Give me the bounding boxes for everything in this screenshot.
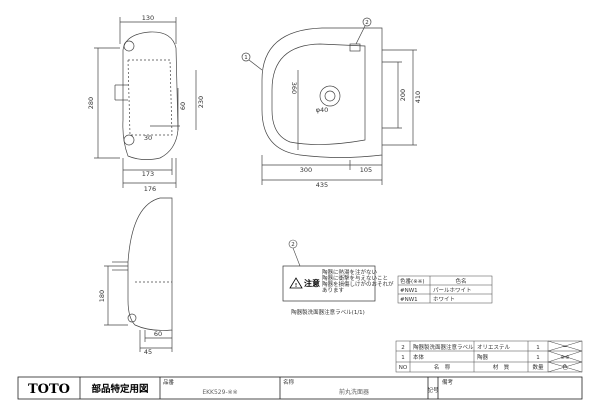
svg-text:!: ! — [295, 283, 297, 289]
plan-view — [241, 17, 417, 185]
parts-header-no: NO — [399, 365, 408, 371]
front-view — [104, 197, 173, 352]
parts-header-name: 名 称 — [434, 363, 451, 371]
caution-caption: 陶器製洗面器注意ラベル(1/1) — [291, 308, 365, 316]
dim-front-60: 60 — [154, 330, 162, 338]
color-table — [397, 275, 493, 304]
part-row-note: 一 — [562, 345, 568, 351]
dim-130: 130 — [142, 14, 154, 22]
color-row-code: #NW1 — [400, 297, 418, 303]
name-label: 名称 — [283, 378, 295, 386]
part-row-no: 1 — [401, 355, 405, 361]
part-no-label: 品番 — [163, 379, 175, 386]
part-row-name: 陶器製洗面器注意ラベル — [413, 343, 474, 351]
caution-line-4: あります — [322, 287, 345, 294]
dim-280: 280 — [87, 97, 95, 109]
dim-30: 30 — [144, 134, 152, 142]
dim-410: 410 — [414, 91, 422, 103]
doc-type: 部品特定用図 — [91, 383, 148, 395]
dim-45: 45 — [144, 348, 152, 356]
dim-360: 360 — [290, 82, 298, 94]
dim-173: 173 — [142, 170, 154, 178]
callout-2: 2 — [365, 20, 369, 26]
note-label: 備考 — [442, 378, 454, 386]
parts-table — [395, 340, 583, 373]
part-row-qty: 1 — [536, 345, 540, 351]
caution-line-3: 陶器を損傷しけがのおそれが — [322, 280, 394, 288]
warning-triangle-icon — [289, 277, 303, 289]
part-row-material: オリエステル — [477, 344, 511, 351]
color-row-code: #NW1 — [400, 288, 418, 294]
part-row-name: 本体 — [413, 353, 425, 361]
dim-300: 300 — [300, 166, 312, 174]
part-row-qty: 1 — [536, 355, 540, 361]
dim-230: 230 — [197, 96, 205, 108]
dim-60: 60 — [179, 102, 187, 110]
part-no: EKK529-※※ — [202, 389, 237, 396]
parts-header-qty: 数量 — [532, 363, 544, 371]
callout-label-2: 2 — [291, 242, 295, 248]
caution-label: ! — [282, 239, 376, 302]
title-block — [17, 376, 583, 400]
color-header-code: 色番(※※) — [400, 277, 425, 285]
part-row-material: 陶器 — [477, 353, 489, 361]
dim-180: 180 — [98, 290, 106, 302]
caution-line-2: 陶器に衝撃を与えないこと — [322, 274, 388, 282]
parts-header-material: 材 質 — [493, 363, 510, 371]
color-header-name: 色名 — [455, 277, 466, 285]
caution-line-1: 陶器に熱湯を注がない — [322, 268, 378, 276]
side-view — [94, 17, 197, 188]
caution-heading: 注意 — [304, 278, 320, 288]
dim-105: 105 — [360, 166, 372, 174]
dim-176: 176 — [144, 185, 156, 193]
dim-dia: φ40 — [316, 106, 329, 114]
dim-435: 435 — [316, 181, 328, 189]
rev-label: 記号 — [427, 386, 439, 394]
part-name: 前丸洗面器 — [339, 388, 369, 396]
part-row-no: 2 — [401, 345, 405, 351]
part-row-note: ※※ — [560, 355, 570, 361]
color-row-name: ホワイト — [433, 296, 455, 303]
color-row-name: パールホワイト — [433, 287, 472, 294]
toto-logo: TOTO — [28, 382, 70, 397]
callout-1: 1 — [244, 55, 248, 61]
dim-200: 200 — [399, 89, 407, 101]
parts-header-note: 色 — [562, 363, 568, 371]
